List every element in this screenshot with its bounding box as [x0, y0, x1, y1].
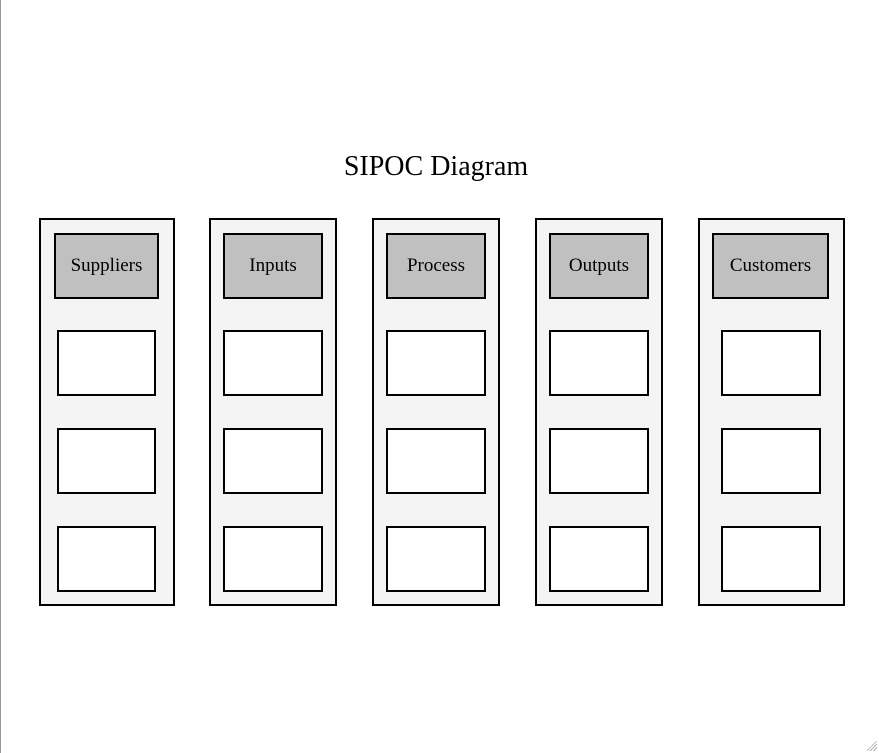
process-cell-1[interactable] [386, 330, 486, 396]
process-cell-3[interactable] [386, 526, 486, 592]
column-header-suppliers: Suppliers [54, 233, 159, 299]
suppliers-cell-2[interactable] [57, 428, 156, 494]
process-cell-2[interactable] [386, 428, 486, 494]
outputs-cell-3[interactable] [549, 526, 649, 592]
customers-cell-2[interactable] [721, 428, 821, 494]
resize-grip-icon[interactable] [867, 741, 877, 751]
inputs-cell-3[interactable] [223, 526, 323, 592]
outputs-cell-2[interactable] [549, 428, 649, 494]
column-header-customers: Customers [712, 233, 829, 299]
column-header-inputs: Inputs [223, 233, 323, 299]
diagram-title: SIPOC Diagram [343, 151, 529, 182]
customers-cell-3[interactable] [721, 526, 821, 592]
column-header-outputs: Outputs [549, 233, 649, 299]
inputs-cell-1[interactable] [223, 330, 323, 396]
column-header-process: Process [386, 233, 486, 299]
suppliers-cell-1[interactable] [57, 330, 156, 396]
customers-cell-1[interactable] [721, 330, 821, 396]
suppliers-cell-3[interactable] [57, 526, 156, 592]
outputs-cell-1[interactable] [549, 330, 649, 396]
inputs-cell-2[interactable] [223, 428, 323, 494]
window-left-border [0, 0, 1, 753]
